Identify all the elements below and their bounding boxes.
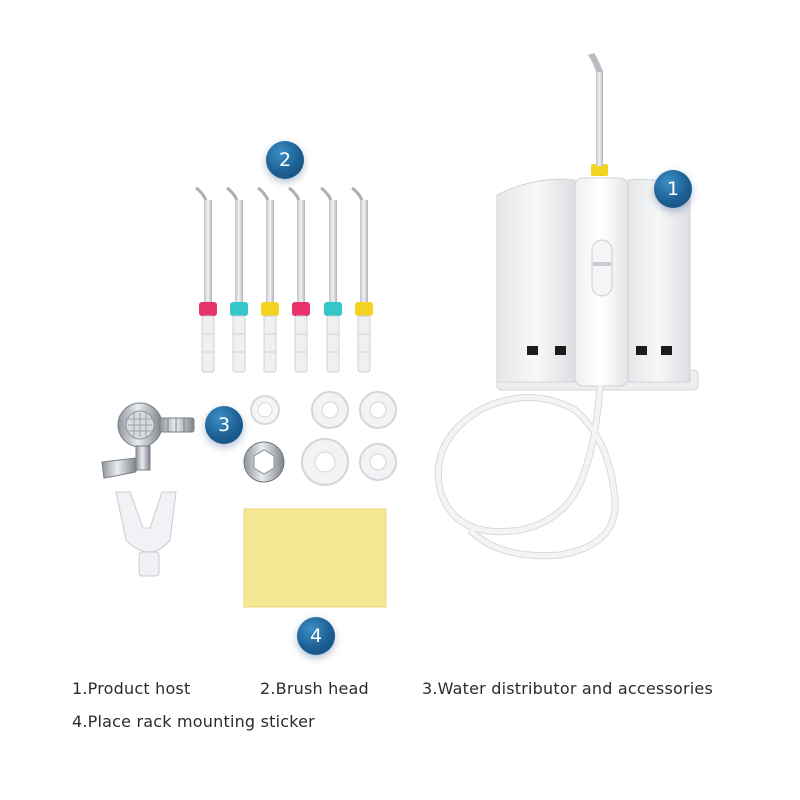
water-hose xyxy=(434,385,619,560)
washers xyxy=(243,391,397,486)
caption-brush-head: 2.Brush head xyxy=(260,679,369,698)
badge-product-host: 1 xyxy=(654,170,692,208)
mounting-sticker xyxy=(243,508,387,608)
brush-heads xyxy=(195,186,373,373)
brush-head xyxy=(320,186,342,373)
brush-head xyxy=(195,186,217,373)
badge-sticker: 4 xyxy=(297,617,335,655)
badge-brush-head: 2 xyxy=(266,141,304,179)
caption-sticker: 4.Place rack mounting sticker xyxy=(72,712,315,731)
brush-head xyxy=(257,186,279,373)
badge-water-distributor: 3 xyxy=(205,406,243,444)
product-host xyxy=(496,53,699,391)
caption-product-host: 1.Product host xyxy=(72,679,191,698)
brush-head xyxy=(288,186,310,373)
brush-head xyxy=(351,186,373,373)
caption-water-distributor: 3.Water distributor and accessories xyxy=(422,679,713,698)
water-distributor xyxy=(101,402,195,479)
clear-holder xyxy=(115,491,177,577)
brush-head xyxy=(226,186,248,373)
